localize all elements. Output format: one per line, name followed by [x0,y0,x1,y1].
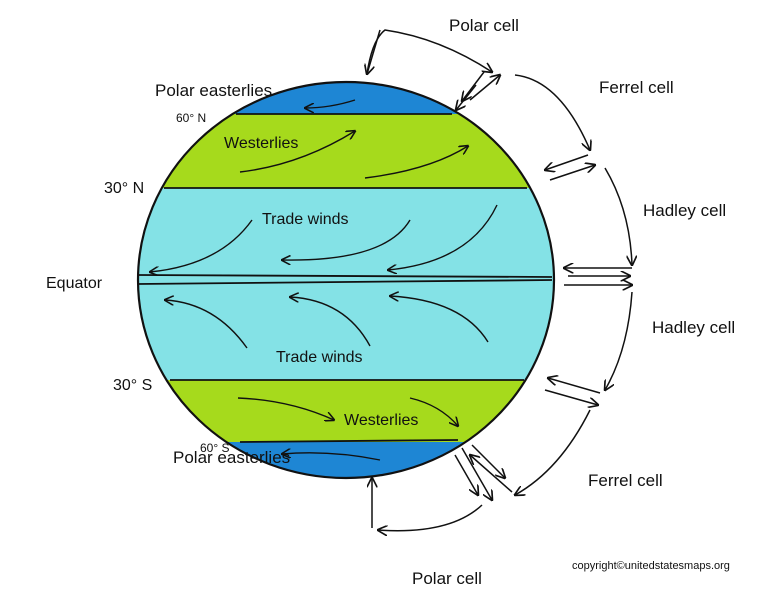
polar-cell-top-down-1 [462,71,485,101]
polar-cell-bottom-arc [378,504,483,531]
label-trade-winds-north: Trade winds [262,211,349,228]
label-westerlies-south: Westerlies [344,412,418,429]
label-trade-winds-south: Trade winds [276,349,363,366]
polar-cell-top-arc [366,29,492,75]
ferrel-cell-bottom-in [470,455,513,493]
westerly-arrow-south-1 [237,397,334,420]
ferrel-cell-top-arc [514,74,590,150]
trade-arrow-south-3 [390,296,489,343]
polar-cell-top-down-2 [456,84,477,110]
polar-easterly-arrow-north [305,99,356,108]
westerly-arrow-north-1 [239,131,355,173]
ferrel-cell-top-out [549,165,595,181]
copyright-text: copyright©unitedstatesmaps.org [572,560,730,572]
label-30s: 30° S [113,377,152,394]
ferrel-cell-top-up [469,75,500,101]
labels: Polar cell Ferrel cell Hadley cell Hadle… [46,16,735,588]
hadley-cell-top-arc [604,167,632,265]
line-equator-upper [137,274,553,278]
label-hadley-cell-top: Hadley cell [643,201,726,220]
label-60s: 60° S [200,441,229,455]
polar-cell-bottom-down-2 [454,454,478,495]
label-westerlies-north: Westerlies [224,135,298,152]
label-30n: 30° N [104,180,144,197]
label-equator: Equator [46,275,103,292]
label-polar-easterlies-south: Polar easterlies [173,448,290,467]
globe-outline [136,80,556,480]
line-60s [239,439,459,443]
line-equator-lower [137,279,553,285]
band-trade-south [138,284,554,380]
label-ferrel-cell-top: Ferrel cell [599,78,674,97]
westerly-arrow-south-2 [409,397,458,426]
hadley-cell-bottom-in [548,378,601,394]
ferrel-cell-bottom-out [471,444,505,478]
latitude-lines [137,113,553,443]
label-ferrel-cell-bottom: Ferrel cell [588,471,663,490]
trade-arrow-north-2 [282,219,411,260]
trade-arrow-north-3 [388,204,498,270]
label-hadley-cell-bottom: Hadley cell [652,318,735,337]
label-polar-cell-top: Polar cell [449,16,519,35]
trade-arrow-south-2 [290,297,371,347]
circulation-cells [366,29,633,531]
hadley-cell-bottom-arc [605,291,633,390]
band-trade-north [138,188,554,284]
hadley-cell-bottom-out-2 [544,389,598,405]
label-60n: 60° N [176,111,206,125]
ferrel-cell-top-in [545,154,589,170]
polar-cell-bottom-down-1 [461,447,492,500]
label-polar-cell-bottom: Polar cell [412,569,482,588]
band-westerly-south [138,380,554,442]
westerly-arrow-north-2 [364,146,468,179]
label-polar-easterlies-north: Polar easterlies [155,81,272,100]
trade-arrow-south-1 [165,300,248,349]
polar-easterly-arrow-south [282,453,381,461]
ferrel-cell-bottom-arc [515,409,591,495]
polar-cell-top-up [367,29,381,74]
trade-arrow-north-1 [150,219,253,272]
wind-arrows [150,99,498,461]
